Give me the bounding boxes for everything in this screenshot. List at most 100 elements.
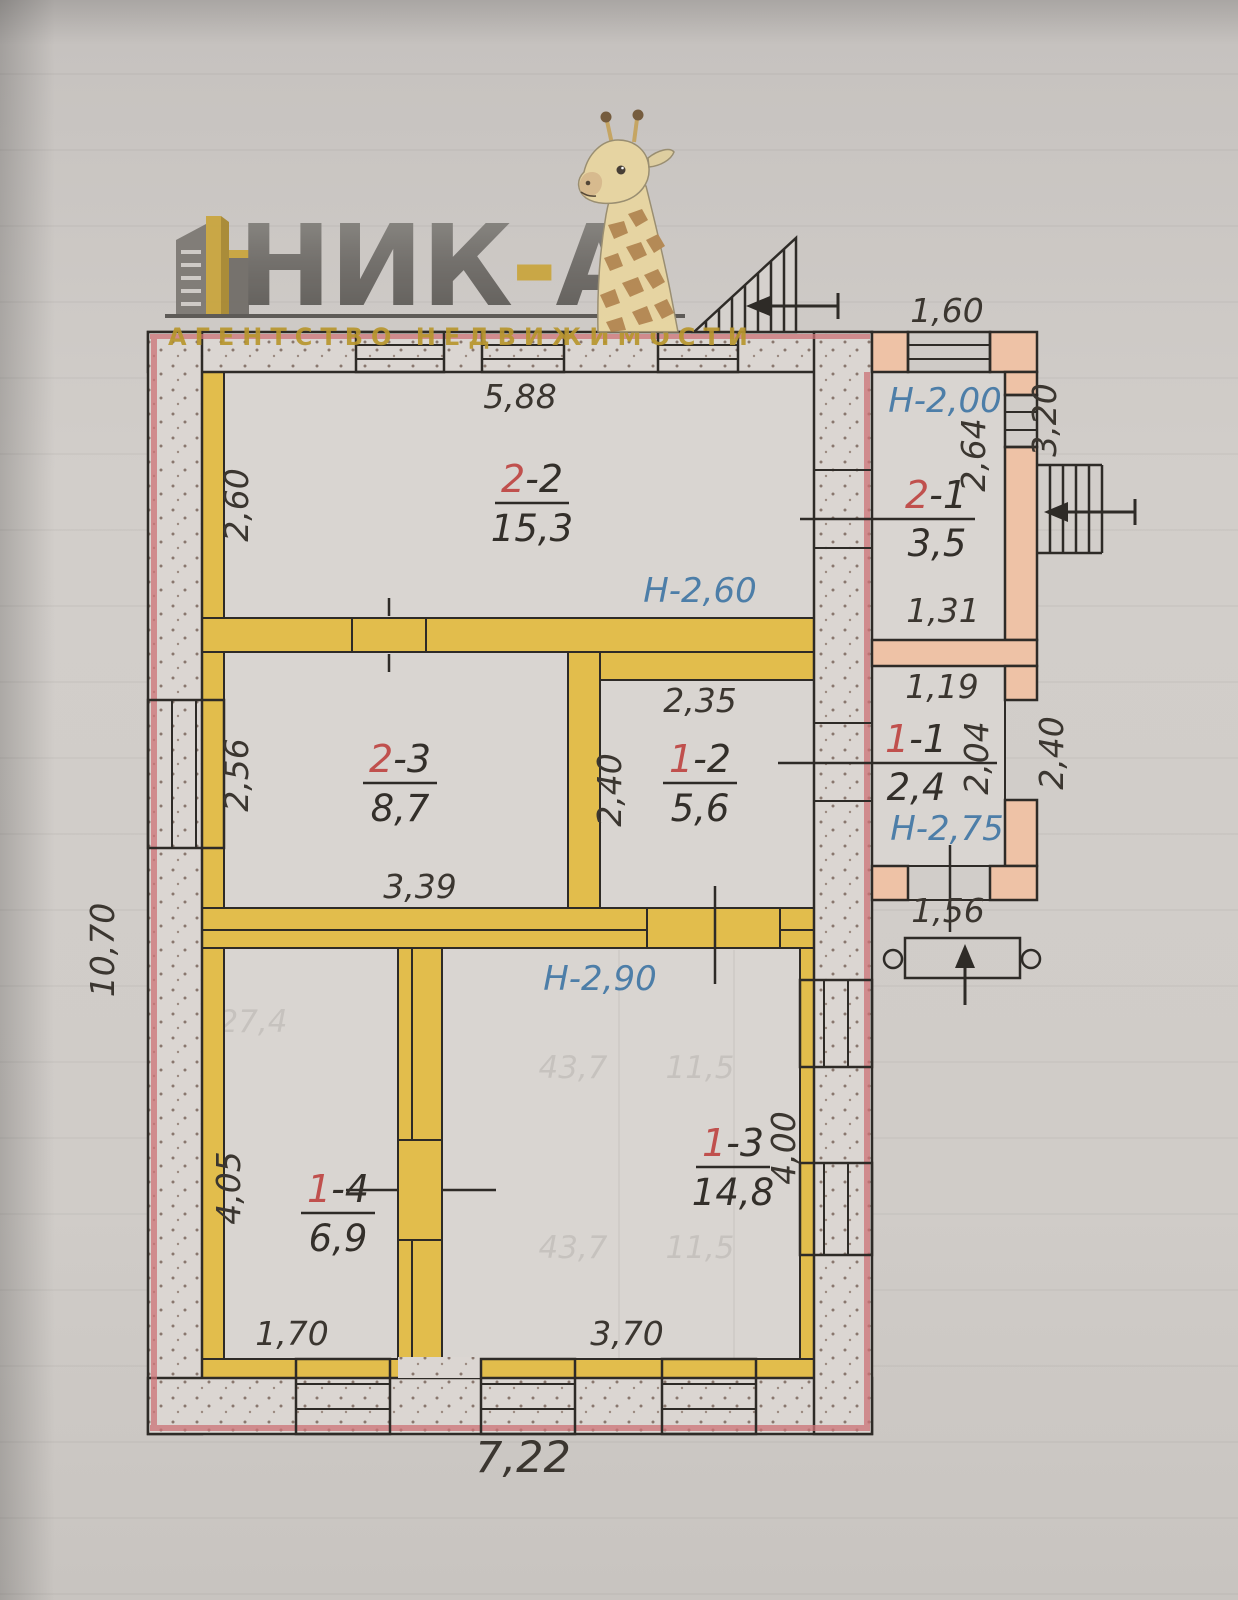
wall-between-2-3-and-1-2 xyxy=(567,651,601,909)
window-annex-right xyxy=(1003,393,1039,449)
wall-between-mid-and-lower xyxy=(187,907,815,949)
wall-between-1-4-and-1-3 xyxy=(397,947,443,1360)
room-2-3-area: 8,7 xyxy=(371,787,430,830)
room-label-1-3: 1-3 14,8 xyxy=(692,1121,774,1214)
room-2-2-prefix: 2 xyxy=(501,457,525,501)
right-outer-wall xyxy=(812,330,874,1436)
logo-name: НИК-А xyxy=(238,202,643,332)
bleed-through-text: 43,7 11,5 43,7 11,5 27,4 xyxy=(218,950,735,1360)
room-label-1-2: 1-2 5,6 xyxy=(663,737,737,830)
room-1-3-prefix: 1 xyxy=(702,1121,726,1165)
room-1-3-area: 14,8 xyxy=(692,1171,774,1214)
dim-annex-lower-right-height: 2,40 xyxy=(1032,716,1071,789)
height-room-2-2: Н-2,60 xyxy=(643,571,757,611)
dim-room-1-3-depth: 4,00 xyxy=(764,1111,803,1184)
ceiling-height-labels: Н-2,60 Н-2,00 Н-2,75 Н-2,90 xyxy=(543,381,1004,999)
giraffe-patches xyxy=(600,209,674,332)
dim-room-2-2-depth: 2,60 xyxy=(217,468,256,541)
room-interiors xyxy=(188,372,1005,1378)
room-label-2-1: 2-1 3,5 xyxy=(800,473,975,565)
entry-arrow-top xyxy=(746,293,840,319)
svg-text:1-1: 1-1 xyxy=(885,717,947,761)
door-openings xyxy=(346,469,991,1241)
dim-annex-right-height: 3,20 xyxy=(1025,383,1064,456)
room-1-4-prefix: 1 xyxy=(307,1167,331,1211)
room-1-1-area: 2,4 xyxy=(887,766,946,809)
dim-room-2-3-width: 3,39 xyxy=(383,867,456,906)
ghost-value: 43,7 xyxy=(538,1230,607,1266)
room-1-4-suffix: -4 xyxy=(331,1167,369,1211)
dim-room-1-1-width: 1,19 xyxy=(905,667,978,706)
room-2-2-suffix: -2 xyxy=(525,457,563,501)
room-label-1-4: 1-4 6,9 xyxy=(301,1167,375,1260)
porch-post-right xyxy=(1020,948,1042,970)
dim-top-width: 5,88 xyxy=(483,377,556,416)
dimension-labels: 5,88 1,60 3,20 2,64 1,31 1,19 2,04 2,40 … xyxy=(83,291,1071,1483)
height-room-1-3: Н-2,90 xyxy=(543,959,657,999)
bottom-wall-pier xyxy=(398,1357,481,1378)
photo-shadow-left xyxy=(0,0,55,1600)
dim-left-total-height: 10,70 xyxy=(83,903,122,997)
dim-room-2-3-depth: 2,56 xyxy=(217,738,256,811)
porch xyxy=(882,936,1042,1005)
window-left xyxy=(146,698,226,850)
room-label-2-2: 2-2 15,3 xyxy=(491,457,573,550)
ghost-value: 11,5 xyxy=(665,1230,734,1266)
room-2-2-area: 15,3 xyxy=(491,507,573,550)
room-1-2-suffix: -2 xyxy=(693,737,731,781)
wall-pink-edges xyxy=(150,334,870,1431)
door-2-2-to-2-1 xyxy=(813,469,873,549)
window-right-2 xyxy=(798,1161,874,1257)
dim-room-2-1-depth: 2,64 xyxy=(954,418,993,491)
room-1-4-area: 6,9 xyxy=(309,1217,368,1260)
svg-text:2-2: 2-2 xyxy=(501,457,563,501)
window-bottom-3 xyxy=(660,1357,758,1436)
window-annex-top xyxy=(906,330,992,374)
interior-wall-detail-lines xyxy=(188,929,814,1359)
room-2-1-prefix: 2 xyxy=(905,473,929,517)
dim-porch-width: 1,56 xyxy=(911,891,984,930)
porch-post-left xyxy=(882,948,904,970)
logo-underline xyxy=(165,314,685,318)
exterior-stairs-side-view xyxy=(690,235,798,334)
door-1-2-to-1-3 xyxy=(646,907,781,949)
svg-text:1-3: 1-3 xyxy=(702,1121,764,1165)
dim-room-1-2-depth: 2,40 xyxy=(590,753,629,826)
room-1-2-prefix: 1 xyxy=(669,737,693,781)
svg-text:2-1: 2-1 xyxy=(905,473,967,517)
wall-between-2-2-and-lower xyxy=(187,617,815,653)
window-bottom-1 xyxy=(294,1357,392,1436)
window-bottom-2 xyxy=(479,1357,577,1436)
window-right-1 xyxy=(798,978,874,1069)
ghost-value: 27,4 xyxy=(218,1004,287,1040)
height-room-1-1: Н-2,75 xyxy=(890,809,1004,849)
ghost-value: 11,5 xyxy=(665,1050,734,1086)
dim-room-1-3-width: 3,70 xyxy=(590,1314,663,1353)
room-labels: 2-2 15,3 2-1 3,5 2-3 8,7 1-2 5,6 1-1 2,4… xyxy=(301,457,997,1260)
room-1-2-area: 5,6 xyxy=(671,787,730,830)
dim-bottom-total-width: 7,22 xyxy=(475,1433,571,1483)
giraffe-illustration xyxy=(577,109,679,333)
room-1-2-top-lining xyxy=(599,651,815,681)
dim-room-1-1-depth: 2,04 xyxy=(957,721,996,794)
photo-shadow-top xyxy=(0,0,1238,45)
wall-between-2-1-and-1-1 xyxy=(870,638,1039,668)
room-2-1-area: 3,5 xyxy=(908,522,967,565)
svg-text:1-4: 1-4 xyxy=(307,1167,369,1211)
dim-room-2-1-width: 1,31 xyxy=(906,591,979,630)
window-top-2 xyxy=(480,330,566,374)
room-1-1-prefix: 1 xyxy=(885,717,909,761)
ghost-value: 43,7 xyxy=(538,1050,607,1086)
room-label-1-1: 1-1 2,4 xyxy=(778,717,997,809)
window-top-1 xyxy=(354,330,446,374)
height-room-2-1: Н-2,00 xyxy=(888,381,1002,421)
dim-room-1-4-depth: 4,05 xyxy=(209,1151,248,1224)
room-2-3-suffix: -3 xyxy=(393,737,431,781)
svg-text:2-3: 2-3 xyxy=(369,737,431,781)
bottom-wall-lining xyxy=(187,1358,815,1379)
agency-logo: НИК-А АГЕНТСТВО НЕДВИЖИМОСТИ xyxy=(165,109,748,351)
interior-walls-yellow xyxy=(187,371,815,1379)
room-2-1-suffix: -1 xyxy=(929,473,967,517)
